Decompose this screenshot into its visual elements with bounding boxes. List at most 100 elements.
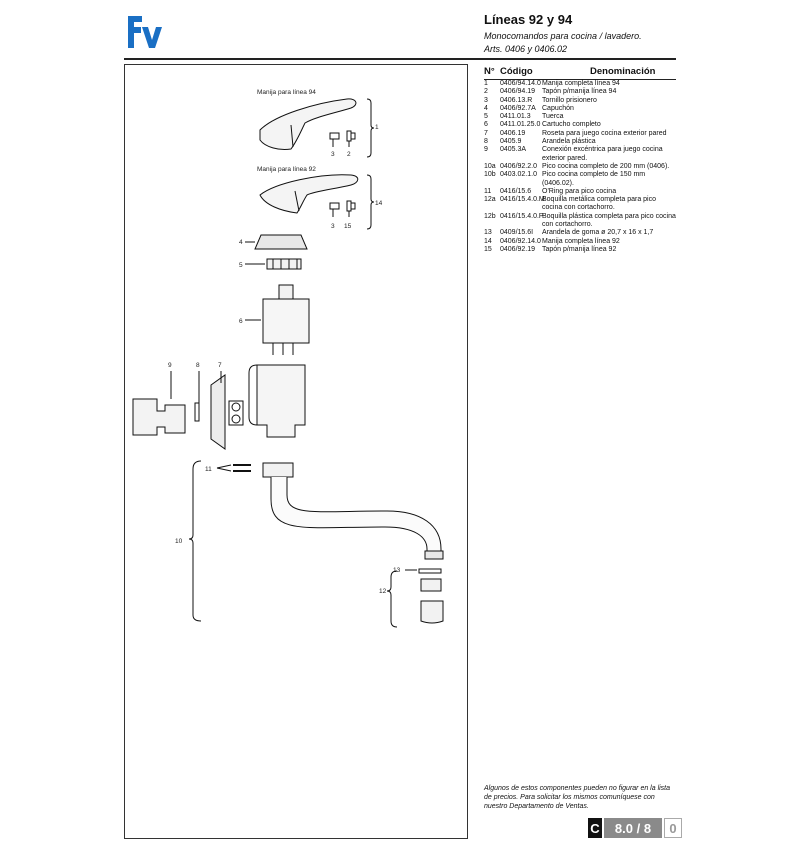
row-number: 11 bbox=[484, 187, 492, 195]
callout-3b: 3 bbox=[331, 223, 335, 230]
page-title: Líneas 92 y 94 bbox=[484, 12, 573, 27]
row-name: Manija completa línea 92 bbox=[542, 237, 620, 245]
header-divider bbox=[124, 58, 676, 60]
row-name: Roseta para juego cocina exterior pared bbox=[542, 129, 667, 137]
row-code: 0406/92.19 bbox=[500, 245, 536, 253]
row-number: 9 bbox=[484, 146, 488, 154]
callout-12: 12 bbox=[379, 588, 387, 595]
row-code: 0411.01.25.0 bbox=[500, 121, 541, 129]
row-code: 0403.02.1.0 bbox=[500, 171, 537, 179]
row-code: 0406/92.7A bbox=[500, 104, 536, 112]
exploded-diagram-panel: Manija para línea 94 Manija para línea 9… bbox=[124, 64, 468, 839]
row-name: Pico cocina completo de 150 mm (0406.02)… bbox=[542, 171, 646, 187]
row-name: O'Ring para pico cocina bbox=[542, 187, 617, 195]
badge-section-letter: C bbox=[588, 818, 602, 838]
row-number: 15 bbox=[484, 245, 492, 253]
callout-11: 11 bbox=[205, 466, 212, 473]
row-name: Capuchón bbox=[542, 104, 574, 112]
screw-3-drawing bbox=[329, 132, 340, 140]
row-code: 0411.01.3 bbox=[500, 113, 531, 121]
oring-11-drawing bbox=[233, 464, 251, 472]
table-row: 11 0416/15.6 O'Ring para pico cocina bbox=[484, 188, 676, 196]
screw-3b-drawing bbox=[329, 202, 340, 210]
row-number: 10a bbox=[484, 162, 496, 170]
callout-13: 13 bbox=[393, 567, 401, 574]
row-name: Conexión excéntrica para juego cocina ex… bbox=[542, 146, 663, 162]
table-row: 2 0406/94.19 Tapón p/manija línea 94 bbox=[484, 88, 676, 96]
spout-10-drawing bbox=[270, 477, 442, 560]
row-number: 5 bbox=[484, 113, 488, 121]
row-number: 6 bbox=[484, 121, 488, 129]
row-name: Tuerca bbox=[542, 113, 564, 121]
row-code: 0405.3A bbox=[500, 146, 527, 154]
header-name: Denominación bbox=[590, 66, 656, 77]
cap-15-drawing bbox=[346, 200, 356, 212]
row-number: 2 bbox=[484, 88, 488, 96]
page-subtitle: Monocomandos para cocina / lavadero. bbox=[484, 31, 642, 41]
header-code: Código bbox=[500, 66, 533, 77]
callout-1: 1 bbox=[375, 124, 379, 131]
callout-3a: 3 bbox=[331, 151, 335, 158]
table-row: 4 0406/92.7A Capuchón bbox=[484, 105, 676, 113]
row-name: Pico cocina completo de 200 mm (0406). bbox=[542, 162, 670, 170]
spout-nut-drawing bbox=[262, 462, 294, 478]
row-code: 0406.19 bbox=[500, 129, 526, 137]
article-numbers: Arts. 0406 y 0406.02 bbox=[484, 44, 568, 54]
boquilla-12b-drawing bbox=[420, 600, 444, 624]
row-number: 12b bbox=[484, 212, 496, 220]
row-number: 1 bbox=[484, 80, 488, 87]
callout-10: 10 bbox=[175, 538, 183, 545]
boquilla-12a-drawing bbox=[420, 578, 442, 592]
page-badge: C 8.0 / 8 0 bbox=[588, 818, 682, 838]
callout-6: 6 bbox=[239, 318, 243, 325]
table-row: 9 0405.3A Conexión excéntrica para juego c… bbox=[484, 146, 676, 163]
row-number: 12a bbox=[484, 196, 496, 204]
row-code: 0406/94.19 bbox=[500, 88, 536, 96]
callout-14: 14 bbox=[375, 200, 383, 207]
handle-92-drawing bbox=[259, 174, 359, 214]
handle-94-drawing bbox=[259, 98, 357, 150]
row-name: Tornillo prisionero bbox=[542, 96, 597, 104]
roseta-7-drawing bbox=[210, 374, 226, 450]
table-row: 5 0411.01.3 Tuerca bbox=[484, 113, 676, 121]
row-code: 0416/15.4.0.M bbox=[500, 196, 545, 204]
mixer-body-drawing bbox=[256, 364, 306, 438]
row-name: Tapón p/manija línea 94 bbox=[542, 88, 617, 96]
row-name: Arandela plástica bbox=[542, 138, 596, 146]
badge-page-number: 8.0 / 8 bbox=[604, 818, 662, 838]
callout-15: 15 bbox=[344, 223, 352, 230]
callout-4: 4 bbox=[239, 239, 243, 246]
row-code: 0416/15.6 bbox=[500, 187, 532, 195]
fv-logo bbox=[128, 16, 162, 48]
row-number: 7 bbox=[484, 129, 488, 137]
callout-8: 8 bbox=[196, 362, 200, 369]
row-number: 4 bbox=[484, 104, 488, 112]
table-row: 7 0406.19 Roseta para juego cocina exterio… bbox=[484, 130, 676, 138]
row-code: 0406/94.14.0 bbox=[500, 80, 541, 87]
parts-table-header: N° Código Denominación bbox=[484, 66, 676, 80]
conexion-9-drawing bbox=[132, 398, 186, 436]
row-name: Manija completa línea 94 bbox=[542, 80, 620, 87]
row-name: Cartucho completo bbox=[542, 121, 601, 129]
row-number: 3 bbox=[484, 96, 488, 104]
row-name: Boquilla plástica completa para pico coc… bbox=[542, 212, 676, 229]
tuerca-5-drawing bbox=[266, 258, 302, 270]
exploded-diagram: Manija para línea 94 Manija para línea 9… bbox=[132, 89, 444, 628]
callout-9: 9 bbox=[168, 362, 172, 369]
row-number: 14 bbox=[484, 237, 492, 245]
row-code: 0405.9 bbox=[500, 138, 522, 146]
cap-2-drawing bbox=[346, 130, 356, 142]
